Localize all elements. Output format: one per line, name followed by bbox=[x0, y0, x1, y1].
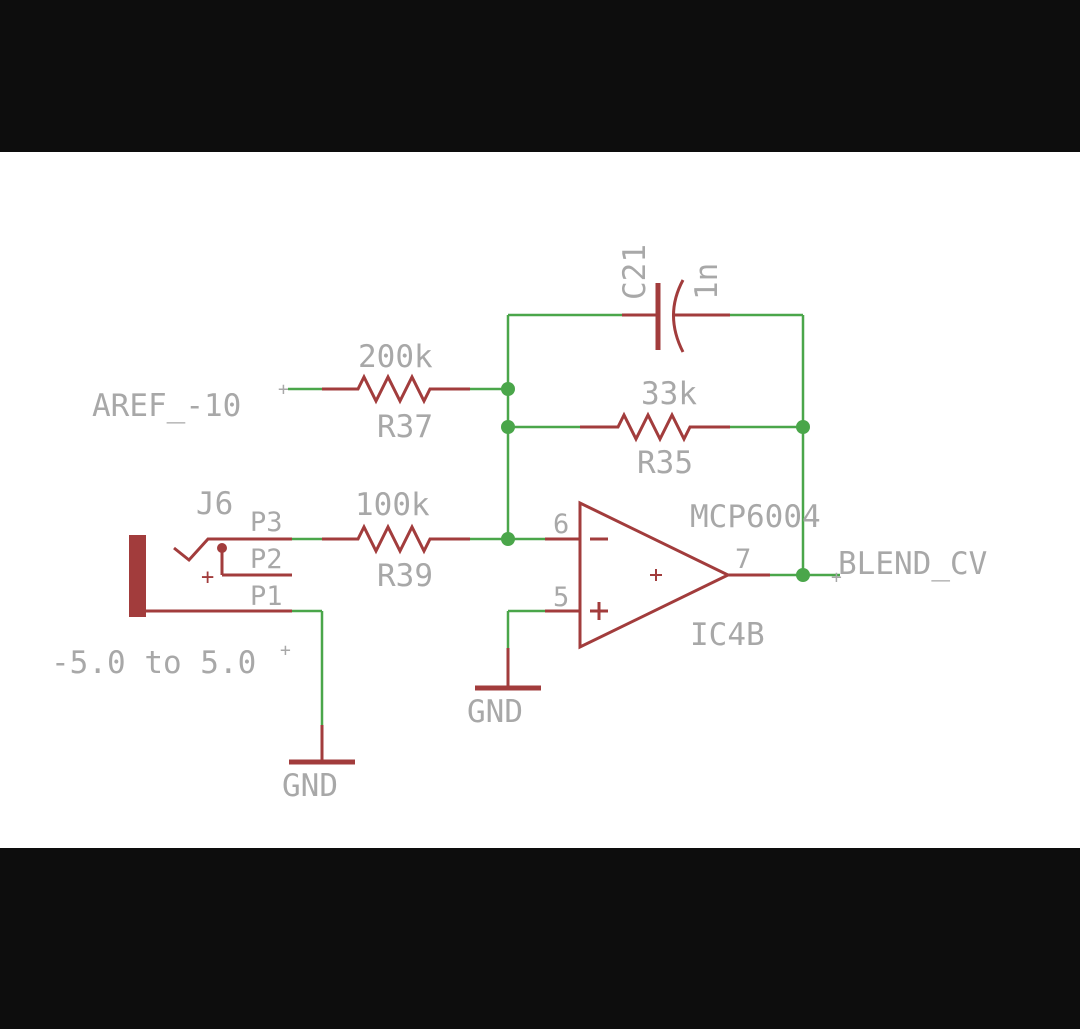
opamp-ref: IC4B bbox=[690, 617, 765, 653]
opamp-ic4b bbox=[545, 500, 770, 650]
junction-dot bbox=[796, 568, 810, 582]
net-label-blend-cv: BLEND_CV bbox=[838, 546, 987, 582]
schematic-sheet bbox=[0, 152, 1080, 848]
junction-dot bbox=[501, 382, 515, 396]
opamp-part: MCP6004 bbox=[690, 499, 821, 535]
resistor-r39 bbox=[322, 523, 470, 555]
gnd-label-right: GND bbox=[467, 694, 523, 730]
junction-dot bbox=[796, 420, 810, 434]
pin-6-label: 6 bbox=[553, 509, 569, 540]
jack-body bbox=[129, 535, 146, 617]
c21-value: 1n bbox=[689, 263, 725, 300]
jack-pin-p2: P2 bbox=[250, 544, 283, 575]
jack-j6: + bbox=[129, 535, 292, 617]
pin-5-label: 5 bbox=[553, 582, 569, 613]
bottom-letterbox bbox=[0, 848, 1080, 1025]
r35-ref: R35 bbox=[637, 445, 693, 481]
jack-plus-mark: + bbox=[201, 565, 214, 590]
net-marker: + bbox=[278, 379, 289, 400]
r39-ref: R39 bbox=[377, 558, 433, 594]
junction-dot bbox=[501, 532, 515, 546]
r37-ref: R37 bbox=[377, 409, 433, 445]
r35-value: 33k bbox=[641, 376, 697, 412]
c21-ref: C21 bbox=[617, 244, 653, 300]
top-letterbox bbox=[0, 0, 1080, 152]
net-marker: + bbox=[831, 567, 842, 588]
net-label-aref: AREF_-10 bbox=[92, 388, 241, 424]
gnd-label-left: GND bbox=[282, 768, 338, 804]
resistor-r35 bbox=[580, 411, 730, 443]
jack-ref: J6 bbox=[196, 486, 233, 522]
net-marker: + bbox=[280, 640, 291, 661]
resistor-r37 bbox=[322, 373, 470, 405]
r39-value: 100k bbox=[355, 487, 430, 523]
jack-range-label: -5.0 to 5.0 bbox=[51, 645, 256, 681]
junction-dot bbox=[501, 420, 515, 434]
jack-pin-p3: P3 bbox=[250, 507, 283, 538]
junctions bbox=[501, 382, 810, 582]
jack-pin-p1: P1 bbox=[250, 581, 283, 612]
pin-7-label: 7 bbox=[735, 544, 751, 575]
r37-value: 200k bbox=[358, 339, 433, 375]
capacitor-c21 bbox=[622, 279, 730, 353]
